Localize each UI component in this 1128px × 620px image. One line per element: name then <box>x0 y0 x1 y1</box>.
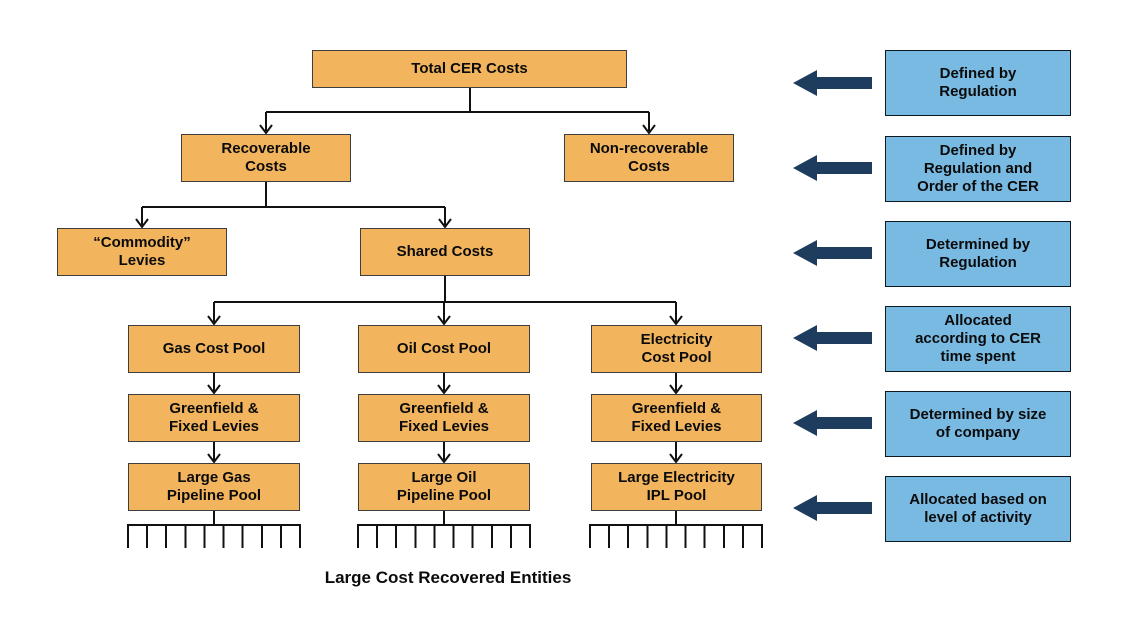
left-arrow-icon <box>793 240 872 266</box>
left-arrow-icon <box>793 410 872 436</box>
caption-large-cost-recovered-entities: Large Cost Recovered Entities <box>324 568 572 587</box>
node-greenfield-fixed-levies-electricity: Greenfield & Fixed Levies <box>591 394 762 442</box>
entities-comb-gas <box>127 524 301 548</box>
note-determined-by-company-size: Determined by size of company <box>885 391 1071 457</box>
note-allocated-by-activity: Allocated based on level of activity <box>885 476 1071 542</box>
node-greenfield-fixed-levies-gas: Greenfield & Fixed Levies <box>128 394 300 442</box>
down-arrowheads <box>135 124 683 464</box>
left-arrow-icon <box>793 495 872 521</box>
node-large-oil-pipeline-pool: Large Oil Pipeline Pool <box>358 463 530 511</box>
node-large-electricity-ipl-pool: Large Electricity IPL Pool <box>591 463 762 511</box>
left-arrow-icon <box>793 325 872 351</box>
node-commodity-levies: “Commodity” Levies <box>57 228 227 276</box>
node-electricity-cost-pool: Electricity Cost Pool <box>591 325 762 373</box>
node-greenfield-fixed-levies-oil: Greenfield & Fixed Levies <box>358 394 530 442</box>
node-recoverable-costs: Recoverable Costs <box>181 134 351 182</box>
node-oil-cost-pool: Oil Cost Pool <box>358 325 530 373</box>
entities-comb-electricity <box>589 524 763 548</box>
entities-comb-oil <box>357 524 531 548</box>
note-defined-by-regulation: Defined by Regulation <box>885 50 1071 116</box>
note-determined-by-regulation: Determined by Regulation <box>885 221 1071 287</box>
node-non-recoverable-costs: Non-recoverable Costs <box>564 134 734 182</box>
node-shared-costs: Shared Costs <box>360 228 530 276</box>
left-arrow-icon <box>793 155 872 181</box>
tree-connectors <box>141 88 677 526</box>
node-gas-cost-pool: Gas Cost Pool <box>128 325 300 373</box>
note-defined-by-regulation-and-order: Defined by Regulation and Order of the C… <box>885 136 1071 202</box>
left-arrow-icons <box>793 70 872 521</box>
left-arrow-icon <box>793 70 872 96</box>
note-allocated-by-cer-time: Allocated according to CER time spent <box>885 306 1071 372</box>
node-total-cer-costs: Total CER Costs <box>312 50 627 88</box>
node-large-gas-pipeline-pool: Large Gas Pipeline Pool <box>128 463 300 511</box>
